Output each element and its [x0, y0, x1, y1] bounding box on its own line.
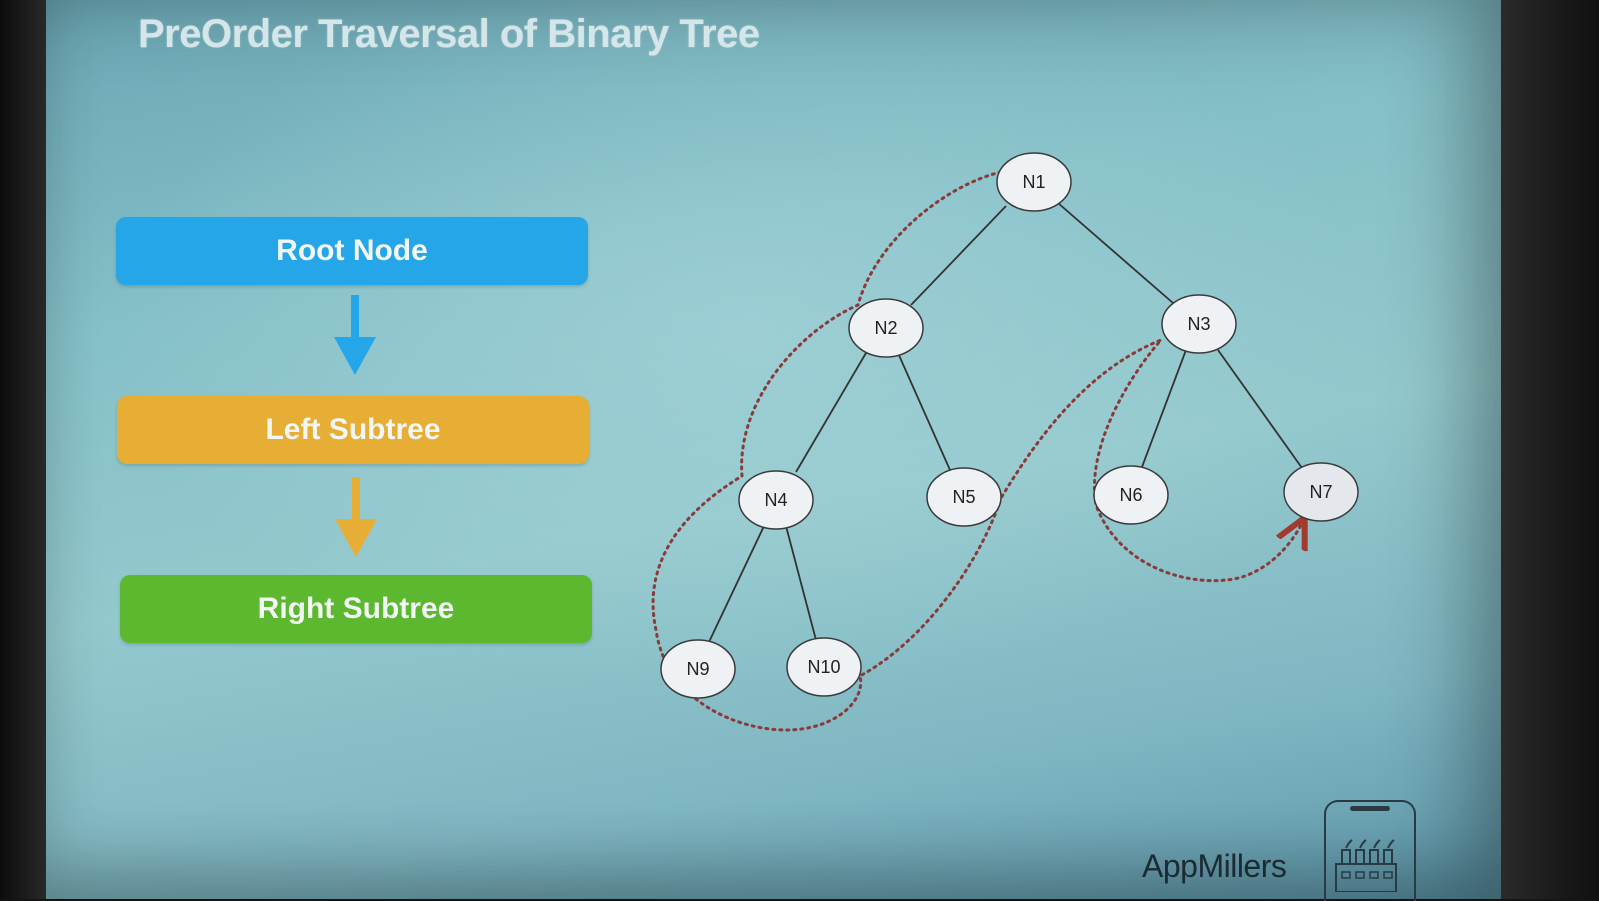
right-subtree-step: Right Subtree [120, 575, 592, 643]
tree-node-n9: N9 [660, 639, 736, 699]
flow-arrow-down-icon [334, 295, 376, 375]
tree-node-ellipse [1093, 465, 1169, 525]
tree-edge [1217, 349, 1303, 469]
tree-node-n1: N1 [996, 152, 1072, 212]
tree-edge [910, 205, 1007, 306]
tree-edge [1057, 202, 1174, 304]
tree-edge [708, 525, 765, 643]
root-node-step-label: Root Node [276, 234, 428, 267]
flow-arrow-down-icon [335, 477, 377, 557]
tree-node-label: N3 [1187, 314, 1210, 334]
tree-node-label: N5 [952, 487, 975, 507]
tree-node-ellipse [848, 298, 924, 358]
tree-node-n5: N5 [926, 467, 1002, 527]
tree-node-n3: N3 [1161, 294, 1237, 354]
tree-node-label: N9 [686, 659, 709, 679]
tree-node-label: N7 [1309, 482, 1332, 502]
tree-node-n7: N7 [1283, 462, 1359, 522]
binary-tree-diagram: N1 N2 N3 N4 N5 N6 N7 N9 [651, 152, 1359, 732]
screen-bezel-left [0, 0, 48, 899]
tree-node-label: N10 [807, 657, 840, 677]
tree-node-n6: N6 [1093, 465, 1169, 525]
tree-node-n10: N10 [786, 637, 862, 697]
tree-edge [795, 352, 867, 473]
tree-node-label: N6 [1119, 485, 1142, 505]
brand-logo-icon [1324, 800, 1416, 901]
right-subtree-step-label: Right Subtree [257, 592, 455, 625]
tree-edge [1141, 349, 1187, 468]
preorder-traversal-path [651, 170, 1302, 732]
factory-icon [1335, 839, 1397, 892]
tree-node-ellipse [996, 152, 1072, 212]
slide-title: PreOrder Traversal of Binary Tree [138, 12, 760, 56]
tree-edges [708, 202, 1303, 643]
brand-name: AppMillers [1142, 848, 1287, 884]
screen-bezel-right [1499, 0, 1599, 899]
tree-node-label: N4 [764, 490, 787, 510]
tree-node-ellipse [786, 637, 862, 697]
left-subtree-step: Left Subtree [117, 396, 589, 464]
tree-node-ellipse [1161, 294, 1237, 354]
presentation-slide: PreOrder Traversal of Binary Tree Root N… [46, 0, 1501, 901]
tree-node-n4: N4 [738, 470, 814, 530]
tree-node-ellipse [1283, 462, 1359, 522]
tree-node-label: N2 [874, 318, 897, 338]
tree-edge [897, 352, 951, 471]
tree-node-label: N1 [1022, 172, 1045, 192]
phone-speaker-icon [1350, 806, 1390, 811]
tree-edge [785, 525, 817, 641]
tree-node-n2: N2 [848, 298, 924, 358]
left-subtree-step-label: Left Subtree [265, 413, 441, 446]
root-node-step: Root Node [116, 217, 588, 285]
tree-node-ellipse [660, 639, 736, 699]
tree-node-ellipse [926, 467, 1002, 527]
tree-node-ellipse [738, 470, 814, 530]
